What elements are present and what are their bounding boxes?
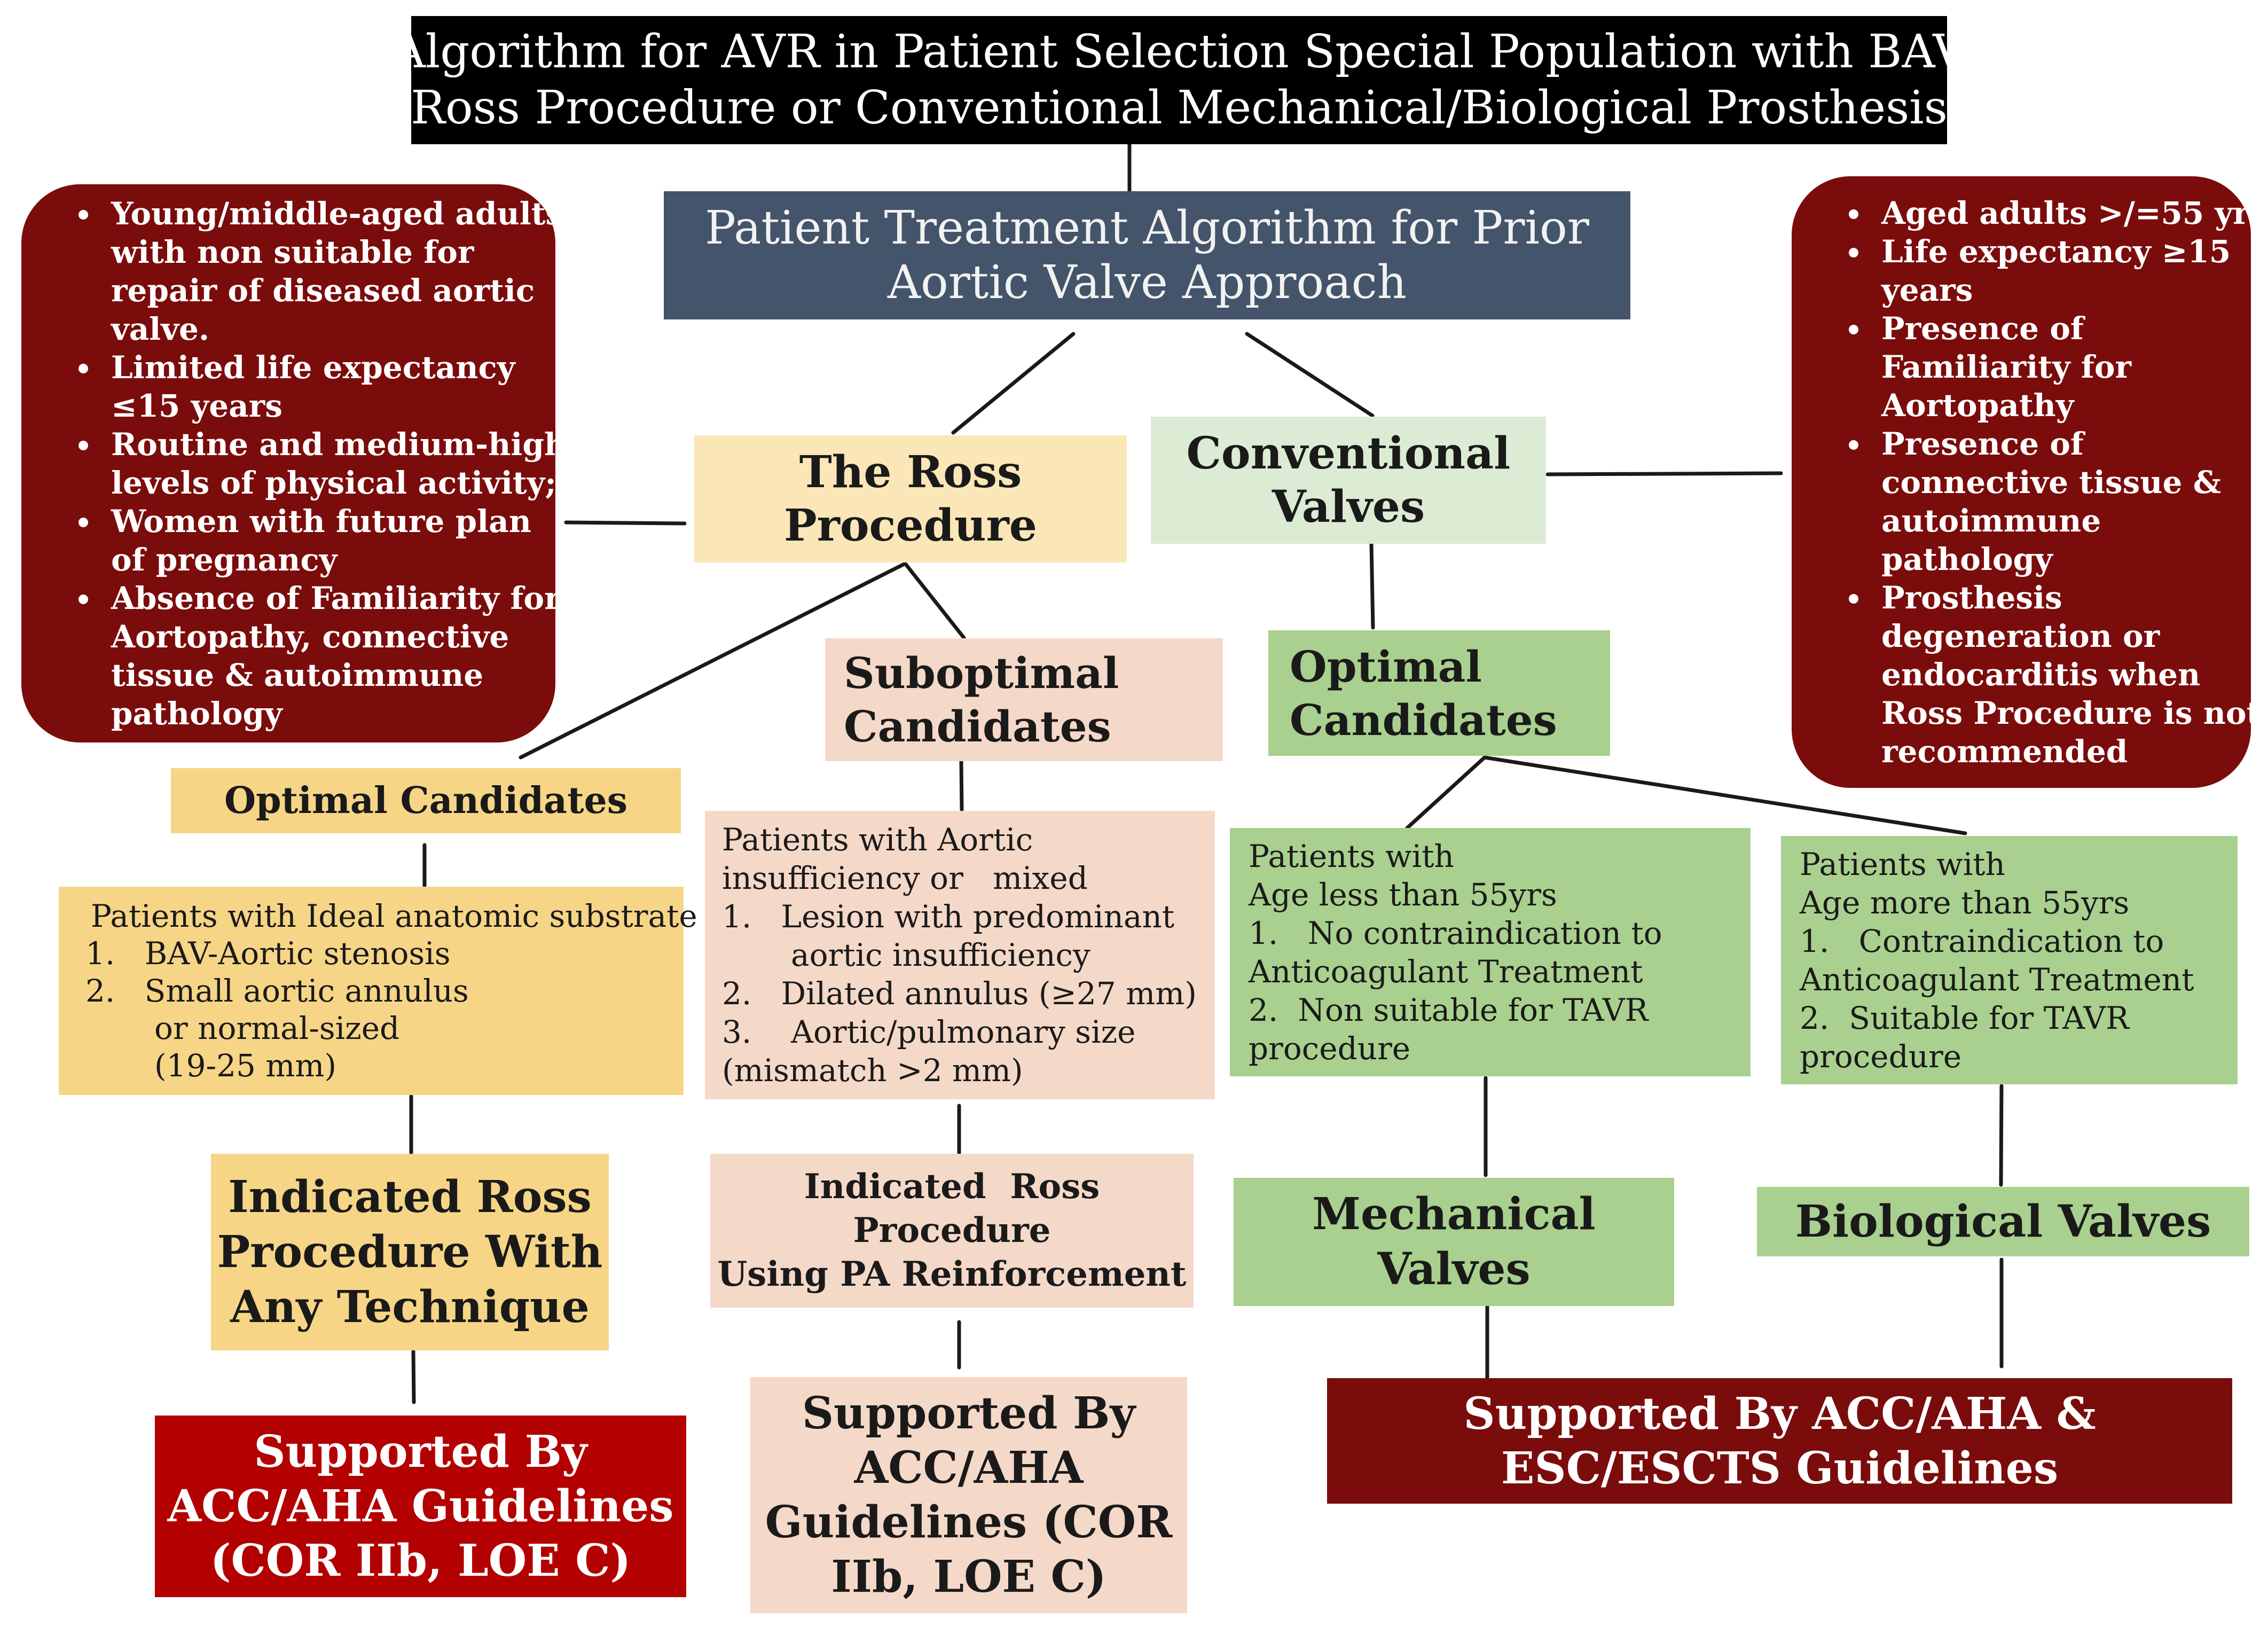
connector-indicated-supportleft: [411, 1349, 416, 1404]
connector-conventional-rightbox: [1545, 471, 1783, 476]
optimal-conv-line-1: Optimal: [1290, 641, 1482, 692]
ideal-line: 1. BAV-Aortic stenosis: [85, 935, 451, 972]
age-more-line: 1. Contraindication to: [1800, 922, 2164, 959]
insufficiency-line: 3. Aortic/pulmonary size: [722, 1014, 1136, 1050]
ideal-line: 2. Small aortic annulus: [85, 973, 469, 1009]
support-acc-aha-mid-box: Supported By ACC/AHA Guidelines (COR IIb…: [750, 1377, 1187, 1613]
support-mid-line: Guidelines (COR: [765, 1497, 1173, 1548]
mechanical-valves-box: Mechanical Valves: [1234, 1178, 1674, 1306]
support-left-line: Supported By: [254, 1426, 587, 1477]
insufficiency-line: Patients with Aortic: [722, 822, 1033, 858]
indicated-any-line: Procedure With: [217, 1226, 603, 1278]
algorithm-title: Algorithm for AVR in Patient Selection S…: [393, 16, 1966, 144]
ideal-line: (19-25 mm): [85, 1047, 336, 1084]
connector-ross-optimal: [519, 561, 907, 760]
age-more-line: 2. Suitable for TAVR: [1800, 999, 2129, 1036]
conventional-valves-box: Conventional Valves: [1151, 417, 1546, 544]
header-line-2: Aortic Valve Approach: [887, 256, 1407, 309]
age-less-line: procedure: [1249, 1030, 1411, 1067]
ideal-line: Patients with Ideal anatomic substrate: [91, 898, 697, 934]
age-more-line: Anticoagulant Treatment: [1800, 961, 2194, 998]
insufficiency-line: 2. Dilated annulus (≥27 mm): [722, 975, 1197, 1012]
connector-header-ross: [951, 332, 1076, 435]
title-line-1: Algorithm for AVR in Patient Selection S…: [392, 25, 1966, 79]
biological-valves-box: Biological Valves: [1757, 1187, 2249, 1256]
support-mid-line: IIb, LOE C): [831, 1551, 1106, 1602]
indicated-pa-line: Indicated Ross: [804, 1167, 1100, 1207]
support-acc-aha-esc-right-box: Supported By ACC/AHA & ESC/ESCTS Guideli…: [1327, 1378, 2232, 1504]
conventional-line-1: Conventional: [1186, 428, 1511, 479]
ross-procedure-box: The Ross Procedure: [694, 435, 1127, 562]
connector-optimal-ageless: [1405, 755, 1487, 830]
suboptimal-candidates-box: Suboptimal Candidates: [825, 638, 1223, 761]
criteria-item: Limited life expectancy≤15 years: [101, 348, 567, 425]
biological-label: Biological Valves: [1795, 1196, 2211, 1247]
ross-line-1: The Ross: [799, 447, 1022, 498]
header-line-1: Patient Treatment Algorithm for Prior: [705, 201, 1589, 255]
support-mid-line: ACC/AHA: [854, 1442, 1084, 1494]
support-right-line-2: ESC/ESCTS Guidelines: [1501, 1442, 2059, 1494]
indicated-ross-any-technique-box: Indicated Ross Procedure With Any Techni…: [211, 1154, 609, 1350]
connector-suboptimal-insufficiency: [959, 759, 964, 812]
support-mid-line: Supported By: [802, 1388, 1136, 1439]
aortic-insufficiency-box: Patients with Aortic insufficiency or mi…: [705, 811, 1215, 1099]
age-less-line: 2. Non suitable for TAVR: [1249, 991, 1649, 1028]
ideal-line: or normal-sized: [85, 1010, 400, 1046]
support-left-line: ACC/AHA Guidelines: [167, 1481, 674, 1532]
support-right-line-1: Supported By ACC/AHA &: [1463, 1388, 2096, 1440]
age-less-than-55-box: Patients with Age less than 55yrs 1. No …: [1230, 828, 1751, 1076]
title-line-2: Ross Procedure or Conventional Mechanica…: [411, 81, 1948, 135]
optimal-conv-line-2: Candidates: [1290, 694, 1557, 745]
ross-line-2: Procedure: [784, 500, 1037, 551]
indicated-any-line: Any Technique: [230, 1281, 590, 1333]
insufficiency-line: aortic insufficiency: [722, 937, 1090, 973]
optimal-candidates-ross-box: Optimal Candidates: [171, 768, 681, 833]
connector-header-conventional: [1245, 332, 1375, 418]
age-more-line: Age more than 55yrs: [1800, 884, 2130, 921]
suboptimal-line-1: Suboptimal: [844, 648, 1119, 698]
suboptimal-line-2: Candidates: [844, 701, 1111, 752]
insufficiency-line: 1. Lesion with predominant: [722, 898, 1175, 935]
support-left-line: (COR IIb, LOE C): [210, 1535, 631, 1586]
insufficiency-line: insufficiency or mixed: [722, 860, 1088, 896]
indicated-ross-pa-reinforcement-box: Indicated Ross Procedure Using PA Reinfo…: [710, 1154, 1194, 1308]
indicated-any-line: Indicated Ross: [228, 1171, 592, 1223]
age-less-line: 1. No contraindication to: [1249, 914, 1662, 951]
age-more-than-55-box: Patients with Age more than 55yrs 1. Con…: [1781, 836, 2238, 1084]
age-less-line: Patients with: [1249, 838, 1454, 874]
age-less-line: Age less than 55yrs: [1249, 876, 1557, 913]
connector-ross-suboptimal: [903, 561, 966, 640]
connector-conventional-optimal: [1369, 542, 1375, 630]
age-more-line: Patients with: [1800, 846, 2005, 882]
conventional-line-2: Valves: [1272, 481, 1425, 533]
connector-optimal-agemore: [1482, 755, 1967, 835]
mechanical-line-2: Valves: [1377, 1244, 1531, 1295]
indicated-pa-line: Using PA Reinforcement: [717, 1254, 1187, 1294]
ideal-substrate-box: Patients with Ideal anatomic substrate 1…: [59, 887, 697, 1095]
insufficiency-line: (mismatch >2 mm): [722, 1052, 1023, 1089]
support-acc-aha-left-box: Supported By ACC/AHA Guidelines (COR IIb…: [155, 1416, 686, 1597]
mechanical-line-1: Mechanical: [1312, 1189, 1596, 1240]
age-more-line: procedure: [1800, 1038, 1962, 1075]
optimal-ross-label: Optimal Candidates: [224, 779, 628, 822]
connector-leftbox-ross: [564, 520, 687, 526]
conventional-indication-criteria: Aged adults >/=55 yrs Life expectancy ≥1…: [1792, 176, 2266, 788]
connector-agemore-biological: [1999, 1084, 2004, 1187]
criteria-item: Aged adults >/=55 yrs: [1872, 194, 2266, 232]
treatment-algorithm-header: Patient Treatment Algorithm for Prior Ao…: [664, 191, 1630, 319]
optimal-candidates-conventional-box: Optimal Candidates: [1268, 630, 1610, 756]
age-less-line: Anticoagulant Treatment: [1249, 953, 1643, 990]
indicated-pa-line: Procedure: [853, 1210, 1051, 1250]
